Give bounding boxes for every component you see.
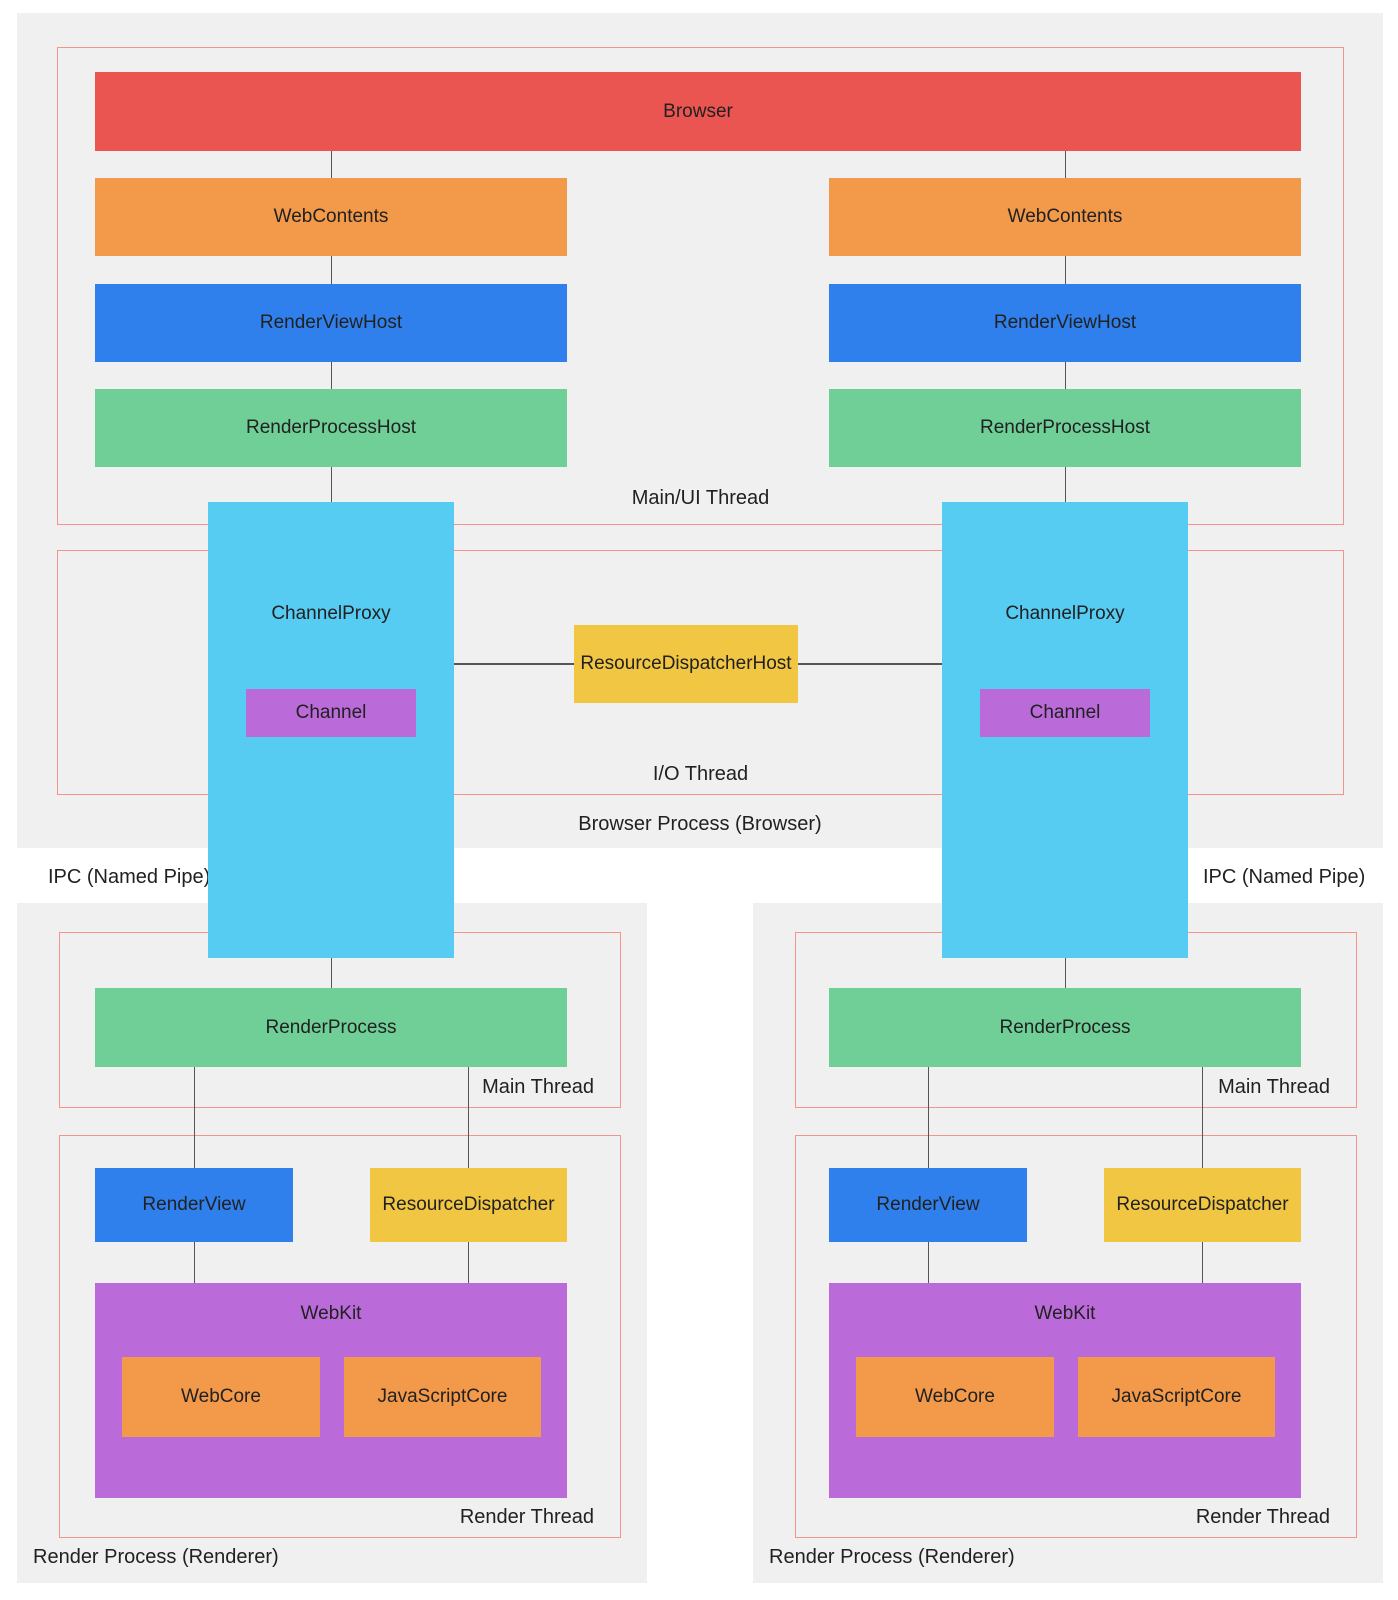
connector-channelproxy-renderprocess-right (1065, 958, 1066, 988)
connector-channelproxy-renderprocess-left (331, 958, 332, 988)
render-view-box-left: RenderView (95, 1168, 293, 1242)
webcore-box-right: WebCore (856, 1357, 1054, 1437)
webcore-box-left: WebCore (122, 1357, 320, 1437)
render-view-box-right: RenderView (829, 1168, 1027, 1242)
render-view-host-box-left: RenderViewHost (95, 284, 567, 362)
io-thread-box: I/O Thread (57, 550, 1344, 795)
resource-dispatcher-box-left: ResourceDispatcher (370, 1168, 567, 1242)
render-process-host-box-right: RenderProcessHost (829, 389, 1301, 467)
webkit-box-left: WebKit WebCore JavaScriptCore (95, 1283, 567, 1498)
connector-renderprocess-renderview-left (194, 1067, 195, 1168)
connector-renderprocess-resourcedispatcher-right (1202, 1067, 1203, 1168)
connector-channelproxy-rdh-left (454, 663, 574, 665)
render-thread-label-left: Render Thread (459, 1506, 594, 1528)
channel-proxy-box-right: ChannelProxy Channel (942, 502, 1188, 958)
io-thread-label: I/O Thread (652, 763, 749, 785)
render-thread-box-right: Render Thread (795, 1135, 1357, 1538)
main-thread-label-left: Main Thread (482, 1076, 594, 1098)
web-contents-box-right: WebContents (829, 178, 1301, 256)
channel-proxy-label-left: ChannelProxy (271, 603, 391, 624)
channel-proxy-box-left: ChannelProxy Channel (208, 502, 454, 958)
javascriptcore-box-right: JavaScriptCore (1078, 1357, 1275, 1437)
channel-box-left: Channel (246, 689, 416, 737)
web-contents-box-left: WebContents (95, 178, 567, 256)
render-thread-box-left: Render Thread (59, 1135, 621, 1538)
browser-box: Browser (95, 72, 1301, 151)
webkit-label-right: WebKit (1034, 1303, 1096, 1324)
render-thread-label-right: Render Thread (1195, 1506, 1330, 1528)
connector-rdh-channelproxy-right (798, 663, 942, 665)
browser-process-label: Browser Process (Browser) (578, 813, 822, 835)
connector-renderprocess-resourcedispatcher-left (468, 1067, 469, 1168)
connector-rph-channelproxy-left (331, 467, 332, 502)
connector-browser-webcontents-left (331, 151, 332, 178)
resource-dispatcher-host-box: ResourceDispatcherHost (574, 625, 798, 703)
main-ui-thread-box: Main/UI Thread (57, 47, 1344, 525)
ipc-named-pipe-label-right: IPC (Named Pipe) (1203, 866, 1366, 888)
main-thread-label-right: Main Thread (1218, 1076, 1330, 1098)
connector-resourcedispatcher-webkit-right (1202, 1242, 1203, 1283)
render-process-box-right: RenderProcess (829, 988, 1301, 1067)
connector-browser-webcontents-right (1065, 151, 1066, 178)
webkit-label-left: WebKit (300, 1303, 362, 1324)
connector-renderview-webkit-left (194, 1242, 195, 1283)
connector-rph-channelproxy-right (1065, 467, 1066, 502)
channel-proxy-label-right: ChannelProxy (1005, 603, 1125, 624)
connector-renderprocess-renderview-right (928, 1067, 929, 1168)
connector-webcontents-rvh-left (331, 256, 332, 284)
connector-rvh-rph-right (1065, 362, 1066, 389)
webkit-box-right: WebKit WebCore JavaScriptCore (829, 1283, 1301, 1498)
connector-webcontents-rvh-right (1065, 256, 1066, 284)
render-process-box-left: RenderProcess (95, 988, 567, 1067)
ipc-named-pipe-label-left: IPC (Named Pipe) (48, 866, 211, 888)
render-view-host-box-right: RenderViewHost (829, 284, 1301, 362)
connector-resourcedispatcher-webkit-left (468, 1242, 469, 1283)
connector-renderview-webkit-right (928, 1242, 929, 1283)
channel-box-right: Channel (980, 689, 1150, 737)
render-process-label-left: Render Process (Renderer) (33, 1546, 279, 1568)
connector-rvh-rph-left (331, 362, 332, 389)
main-ui-thread-label: Main/UI Thread (631, 487, 770, 509)
render-process-host-box-left: RenderProcessHost (95, 389, 567, 467)
render-process-label-right: Render Process (Renderer) (769, 1546, 1015, 1568)
resource-dispatcher-box-right: ResourceDispatcher (1104, 1168, 1301, 1242)
javascriptcore-box-left: JavaScriptCore (344, 1357, 541, 1437)
